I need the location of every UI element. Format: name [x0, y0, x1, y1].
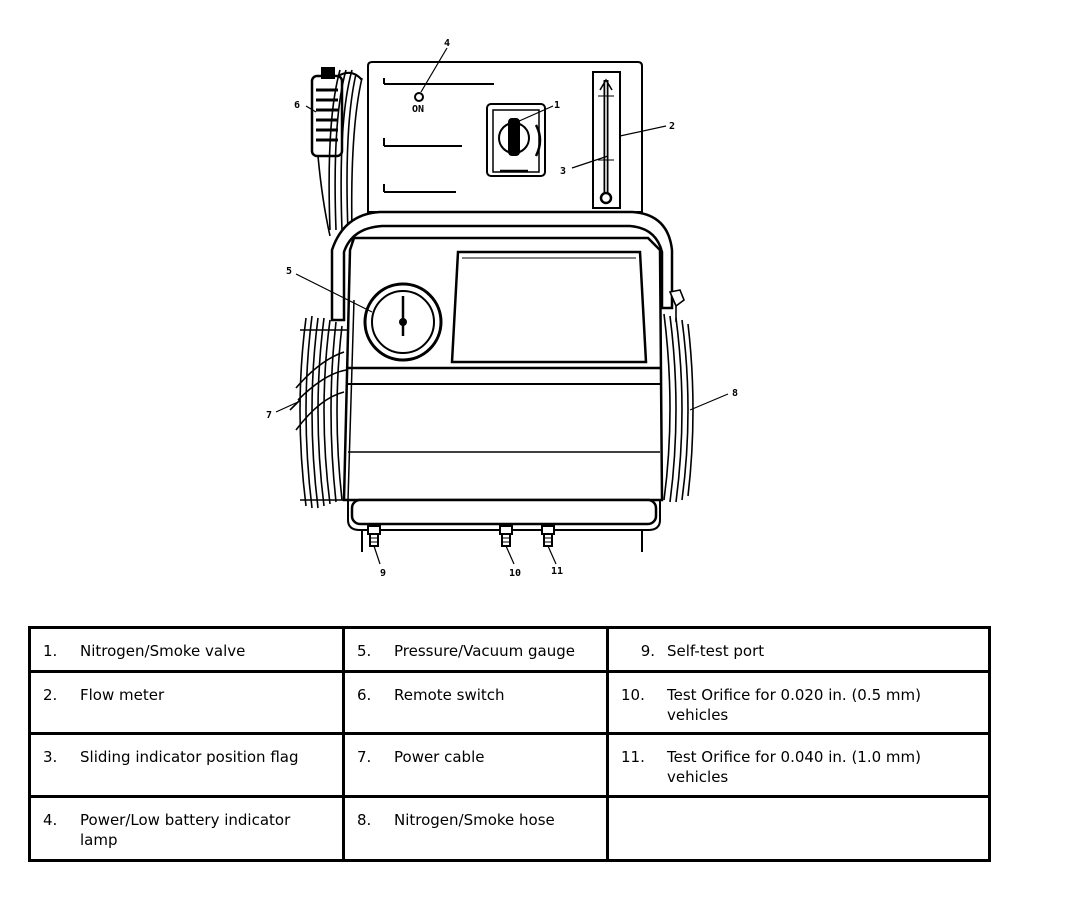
- legend-text: Power cable: [394, 748, 485, 767]
- legend-cell: 8. Nitrogen/Smoke hose: [342, 794, 609, 863]
- self-test-port: [367, 525, 381, 547]
- power-cable-coil: [289, 315, 348, 509]
- legend-cell: 4. Power/Low battery indicator lamp: [28, 794, 345, 863]
- callout-5: 5: [286, 266, 292, 277]
- legend-cell: 6. Remote switch: [342, 670, 609, 736]
- callout-4: 4: [444, 38, 450, 49]
- flow-meter: [592, 71, 621, 209]
- legend-table: 1. Nitrogen/Smoke valve 5. Pressure/Vacuum…: [28, 625, 991, 863]
- callout-9: 9: [380, 568, 386, 579]
- callout-7: 7: [266, 410, 272, 421]
- legend-cell: 11. Test Orifice for 0.040 in. (1.0 mm) v…: [606, 732, 991, 798]
- legend-number: 7.: [357, 748, 372, 767]
- legend-cell: 3. Sliding indicator position flag: [28, 732, 345, 798]
- callout-8: 8: [732, 388, 738, 399]
- display-window: [450, 250, 648, 364]
- test-orifice-020: [499, 525, 513, 547]
- cable-bundle-upper: [317, 69, 363, 237]
- legend-text: Power/Low battery indicator lamp: [80, 810, 291, 849]
- callout-numbers: 1 2 3 4 5 6 7 8 9 10 11: [266, 38, 738, 579]
- legend-text: Self-test port: [667, 642, 765, 660]
- legend-cell: 2. Flow meter: [28, 670, 345, 736]
- legend-text: Nitrogen/Smoke valve: [80, 642, 246, 660]
- legend-number: 2.: [43, 686, 58, 705]
- nitrogen-smoke-hose-coil: [663, 289, 694, 503]
- legend-number: 11.: [621, 748, 645, 767]
- legend-number: 4.: [43, 810, 58, 829]
- callout-1: 1: [554, 100, 560, 111]
- legend-row: 1. Nitrogen/Smoke valve 5. Pressure/Vacuum…: [28, 625, 991, 674]
- legend-cell: 1. Nitrogen/Smoke valve: [28, 625, 345, 674]
- legend-number: 6.: [357, 686, 372, 705]
- legend-row: 4. Power/Low battery indicator lamp 8. Nit…: [28, 794, 991, 863]
- legend-number: 3.: [43, 748, 58, 767]
- legend-number: 10.: [621, 686, 645, 705]
- legend-text: Remote switch: [394, 686, 505, 705]
- legend-text: Test Orifice for 0.020 in. (0.5 mm) vehi…: [667, 686, 922, 725]
- legend-number: 5.: [357, 642, 372, 660]
- legend-row: 2. Flow meter 6. Remote switch 10. Test Ori…: [28, 670, 991, 736]
- legend-number: 1.: [43, 642, 58, 660]
- legend-cell: 10. Test Orifice for 0.020 in. (0.5 mm) v…: [606, 670, 991, 736]
- test-orifice-040: [541, 525, 555, 547]
- indicator-lamp-label: ON: [412, 104, 424, 115]
- legend-text: Sliding indicator position flag: [80, 748, 299, 767]
- nitrogen-smoke-valve: [486, 103, 546, 177]
- legend-text: Pressure/Vacuum gauge: [394, 642, 576, 660]
- legend-cell-empty: [606, 794, 991, 863]
- leader-lines: [275, 47, 729, 565]
- legend-text: Nitrogen/Smoke hose: [394, 810, 555, 829]
- legend-number: 9.: [640, 642, 655, 660]
- pressure-vacuum-gauge: [363, 282, 443, 362]
- callout-2: 2: [669, 121, 675, 132]
- legend-text: Flow meter: [80, 686, 165, 705]
- legend-row: 3. Sliding indicator position flag 7. Powe…: [28, 732, 991, 798]
- legend-cell: 5. Pressure/Vacuum gauge: [342, 625, 609, 674]
- indicator-lamp: [414, 92, 424, 102]
- legend-cell: 9. Self-test port: [606, 625, 991, 674]
- callout-10: 10: [509, 568, 521, 579]
- callout-11: 11: [551, 566, 563, 577]
- callout-3: 3: [560, 166, 566, 177]
- callout-6: 6: [294, 100, 300, 111]
- legend-text: Test Orifice for 0.040 in. (1.0 mm) vehi…: [667, 748, 922, 787]
- legend-number: 8.: [357, 810, 372, 829]
- evap-tester-diagram: ON: [266, 38, 738, 579]
- legend-cell: 7. Power cable: [342, 732, 609, 798]
